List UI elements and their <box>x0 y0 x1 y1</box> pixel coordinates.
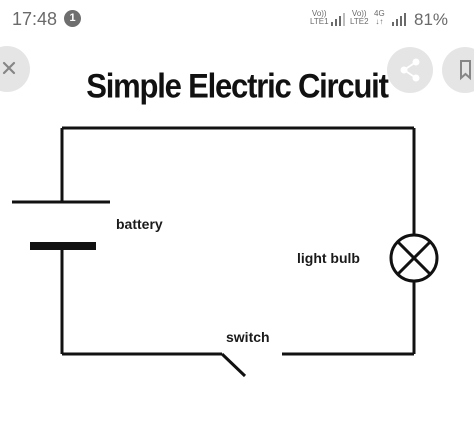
switch-lever <box>220 352 247 378</box>
close-button[interactable] <box>0 46 30 92</box>
sim1-indicator: Vo)) LTE1 <box>310 10 329 26</box>
light-bulb-label: light bulb <box>297 250 360 266</box>
bookmark-icon <box>460 60 471 81</box>
share-button[interactable] <box>387 47 433 93</box>
notification-badge: 1 <box>64 10 81 27</box>
signal-strength-icon <box>331 13 345 26</box>
switch-label: switch <box>226 329 270 345</box>
light-bulb-cross-b <box>396 240 432 276</box>
signal-strength-icon <box>392 13 406 26</box>
data-activity-icon: ↓↑ <box>375 17 384 26</box>
diagram-title: Simple Electric Circuit <box>86 66 389 106</box>
sim2-lte-label: LTE2 <box>350 17 369 26</box>
close-icon <box>2 61 16 75</box>
network-type-indicator: 4G ↓↑ <box>374 10 385 26</box>
sim2-indicator: Vo)) LTE2 <box>350 10 369 26</box>
sim2-volte-label: Vo)) <box>351 9 367 18</box>
battery-label: battery <box>116 216 163 232</box>
network-type-label: 4G <box>374 9 385 18</box>
sim1-lte-label: LTE1 <box>310 17 329 26</box>
status-bar: 17:48 1 Vo)) LTE1 Vo)) LTE2 4G ↓↑ 81% <box>0 0 474 40</box>
share-icon <box>400 58 420 82</box>
sim1-volte-label: Vo)) <box>311 9 327 18</box>
bookmark-button[interactable] <box>442 47 474 93</box>
status-time: 17:48 <box>12 9 58 29</box>
battery-percentage: 81% <box>414 10 449 29</box>
